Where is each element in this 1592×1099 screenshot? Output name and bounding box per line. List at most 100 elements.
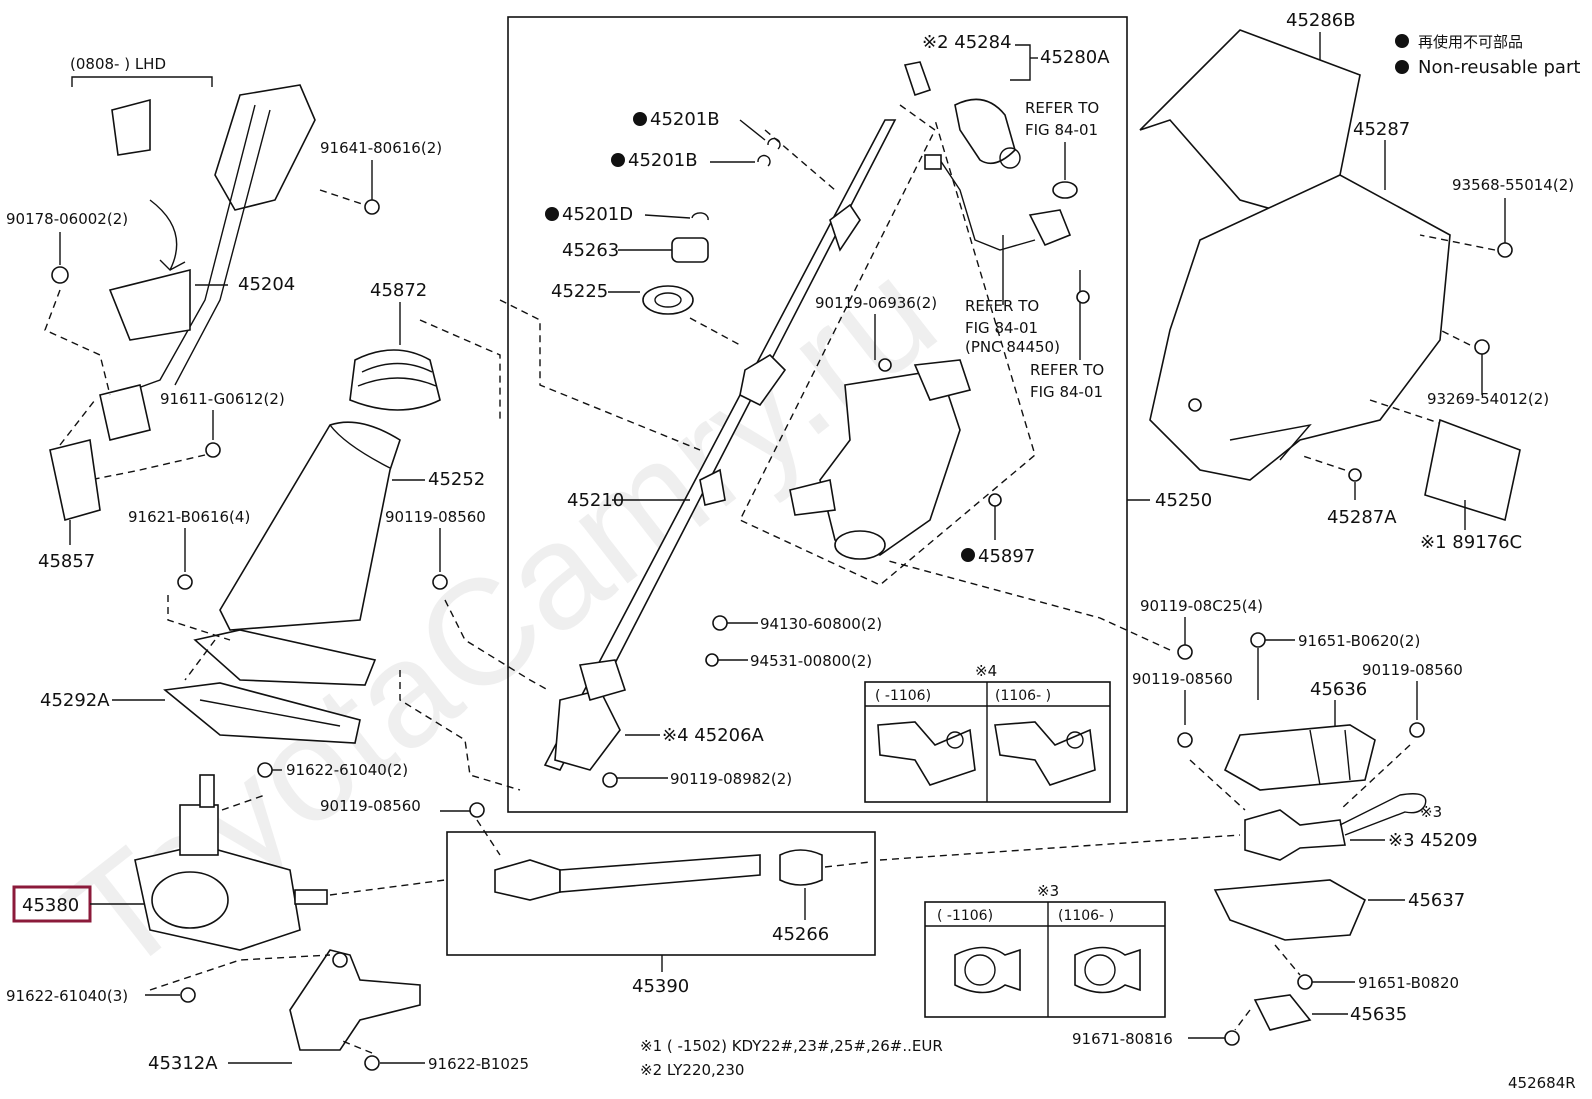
mount-45312A xyxy=(289,949,421,1051)
legend-text-jp: 再使用不可部品 xyxy=(1418,33,1523,51)
label-45287A: 45287A xyxy=(1327,507,1397,528)
refer-2b: FIG 84-01 xyxy=(965,319,1038,337)
bracket-45204-upper xyxy=(214,84,316,211)
sensor-45284 xyxy=(903,61,932,97)
label-91622-b: 91622-61040(3) xyxy=(6,987,128,1005)
lhd-range-label: (0808- ) LHD xyxy=(70,55,166,73)
bolt-icon-18 xyxy=(1409,722,1425,738)
inset3-box xyxy=(924,901,1166,1018)
label-45636: 45636 xyxy=(1310,679,1367,700)
label-45210: 45210 xyxy=(567,490,624,511)
cover-45286B xyxy=(1139,29,1361,211)
bracket-45204-foot xyxy=(99,384,151,441)
label-45390: 45390 xyxy=(632,976,689,997)
gasket-45292A xyxy=(163,682,361,744)
label-45201D: 45201D xyxy=(562,204,633,225)
label-94130: 94130-60800(2) xyxy=(760,615,882,633)
label-90119-08982: 90119-08982(2) xyxy=(670,770,792,788)
label-45286B: 45286B xyxy=(1286,10,1356,31)
boot-45872 xyxy=(349,349,441,411)
bolt-icon-10 xyxy=(878,358,892,372)
note3-bubble: ※3 xyxy=(1420,803,1442,821)
label-91622-c: 91622-B1025 xyxy=(428,1055,529,1073)
shaft-joint-45390 xyxy=(494,859,561,901)
inset4-mark: ※4 xyxy=(975,662,997,680)
yoke-old-icon xyxy=(877,721,976,786)
label-45637: 45637 xyxy=(1408,890,1465,911)
inset3-mark: ※3 xyxy=(1037,882,1059,900)
bolt-icon-3 xyxy=(177,574,193,590)
label-91641: 91641-80616(2) xyxy=(320,139,442,157)
intermediate-shaft-box xyxy=(446,831,876,956)
label-91621: 91621-B0616(4) xyxy=(128,508,250,526)
bolt-icon-15 xyxy=(1177,644,1193,660)
bolt-icon-12 xyxy=(1076,290,1090,304)
bolt-icon-6 xyxy=(469,802,485,818)
bushing-45266 xyxy=(779,849,823,886)
bolt-icon-9 xyxy=(602,772,618,788)
label-45209: ※3 45209 xyxy=(1388,830,1478,851)
footnote-1: ※1 ( -1502) KDY22#,23#,25#,26#..EUR xyxy=(640,1037,943,1055)
diagram-code: 452684R xyxy=(1508,1074,1576,1092)
label-90119-08C25: 90119-08C25(4) xyxy=(1140,597,1263,615)
shaft-45390 xyxy=(559,854,761,893)
yoke-new-icon xyxy=(994,721,1096,786)
refer-3a: REFER TO xyxy=(1030,361,1104,379)
label-90119-08560-c: 90119-08560 xyxy=(1132,670,1233,688)
label-94531: 94531-00800(2) xyxy=(750,652,872,670)
bolt-icon-20 xyxy=(1224,1030,1240,1046)
steering-shaft-45210 xyxy=(543,119,897,771)
bolt-icon-16 xyxy=(1250,632,1266,648)
inset4-col2: (1106- ) xyxy=(995,688,1051,704)
label-90119-08560-b: 90119-08560 xyxy=(320,797,421,815)
label-45857: 45857 xyxy=(38,551,95,572)
label-45280A: 45280A xyxy=(1040,47,1110,68)
cover-45252 xyxy=(219,421,401,631)
bearing-45225 xyxy=(642,285,694,315)
label-45380: 45380 xyxy=(22,895,79,916)
refer-1a: REFER TO xyxy=(1025,99,1099,117)
inset3-col1: ( -1106) xyxy=(937,908,993,924)
clip-icon-3 xyxy=(691,212,709,221)
label-91622-a: 91622-61040(2) xyxy=(286,761,408,779)
inset4-col1: ( -1106) xyxy=(875,688,931,704)
label-45206A: ※4 45206A xyxy=(662,725,765,746)
bolt-icon-13 xyxy=(1497,242,1513,258)
bolt-icon-17 xyxy=(1177,732,1193,748)
column-assembly-box xyxy=(507,16,1128,813)
label-89176C: ※1 89176C xyxy=(1420,532,1522,553)
shaft-universal-joint xyxy=(739,353,787,407)
ujoint-new-icon xyxy=(1074,946,1141,994)
legend-text-en: Non-reusable part xyxy=(1418,57,1580,78)
bracket-45857 xyxy=(49,439,101,522)
label-45201B-2: 45201B xyxy=(628,150,698,171)
label-sticker-89176C xyxy=(1424,418,1521,522)
label-90119-08560-d: 90119-08560 xyxy=(1362,661,1463,679)
label-91651-b: 91651-B0820 xyxy=(1358,974,1459,992)
refer-2c: (PNC 84450) xyxy=(965,338,1060,356)
gearbox-output-shaft xyxy=(294,889,328,905)
clip-icon-4 xyxy=(1348,468,1362,482)
gearbox-housing xyxy=(179,804,219,856)
label-45201B-1: 45201B xyxy=(650,109,720,130)
bolt-icon-11 xyxy=(988,493,1002,507)
label-91671: 91671-80816 xyxy=(1072,1030,1173,1048)
label-45287: 45287 xyxy=(1353,119,1410,140)
clip-icon-2 xyxy=(757,154,771,167)
label-45266: 45266 xyxy=(772,924,829,945)
label-45635: 45635 xyxy=(1350,1004,1407,1025)
bracket-45635 xyxy=(1253,994,1312,1031)
label-45225: 45225 xyxy=(551,281,608,302)
bolt-icon-14 xyxy=(1474,339,1490,355)
label-45204: 45204 xyxy=(238,274,295,295)
gearbox-input-shaft xyxy=(199,774,215,808)
label-91611: 91611-G0612(2) xyxy=(160,390,285,408)
bolt-icon-19 xyxy=(1297,974,1313,990)
nut-icon-2 xyxy=(712,615,728,631)
refer-1b: FIG 84-01 xyxy=(1025,121,1098,139)
bolt-icon-8 xyxy=(364,1055,380,1071)
label-93568: 93568-55014(2) xyxy=(1452,176,1574,194)
bolt-icon-7 xyxy=(180,987,196,1003)
bolt-icon xyxy=(364,199,380,215)
label-45263: 45263 xyxy=(562,240,619,261)
